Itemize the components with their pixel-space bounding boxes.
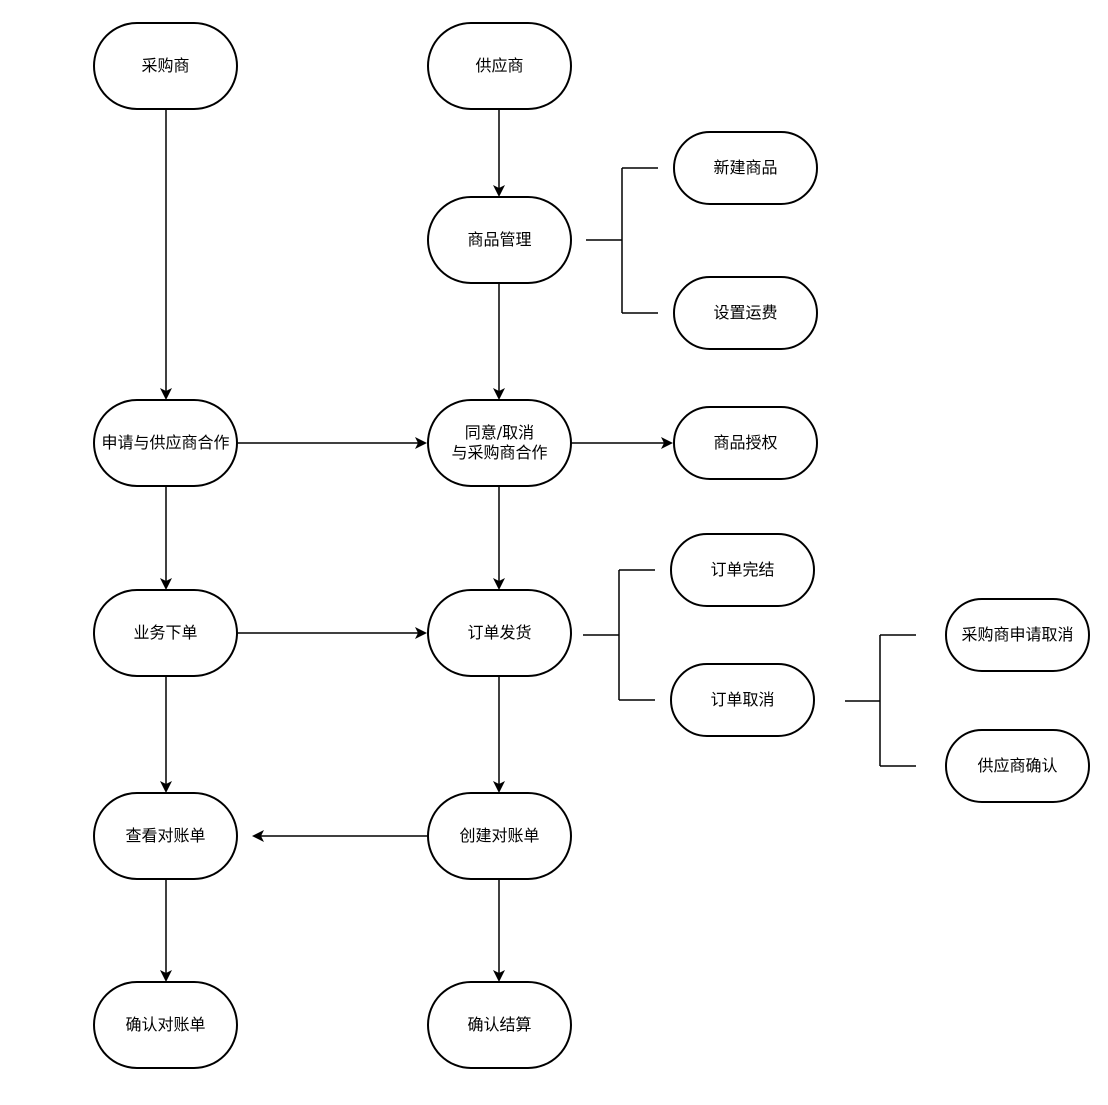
node-apply-cooperation: 申请与供应商合作: [93, 399, 238, 487]
node-create-statement: 创建对账单: [427, 792, 572, 880]
node-order-complete: 订单完结: [670, 533, 815, 607]
node-product-authorization: 商品授权: [673, 406, 818, 480]
node-supplier: 供应商: [427, 22, 572, 110]
node-product-management: 商品管理: [427, 196, 572, 284]
bracket-ship-order: [583, 569, 655, 701]
node-agree-cancel-cooperation: 同意/取消 与采购商合作: [427, 399, 572, 487]
node-confirm-statement: 确认对账单: [93, 981, 238, 1069]
node-ship-order: 订单发货: [427, 589, 572, 677]
node-buyer-cancel-request: 采购商申请取消: [945, 598, 1090, 672]
node-new-product: 新建商品: [673, 131, 818, 205]
node-view-statement: 查看对账单: [93, 792, 238, 880]
node-confirm-settlement: 确认结算: [427, 981, 572, 1069]
node-supplier-confirm: 供应商确认: [945, 729, 1090, 803]
node-order-cancel: 订单取消: [670, 663, 815, 737]
node-place-order: 业务下单: [93, 589, 238, 677]
bracket-order-cancel: [845, 634, 916, 767]
node-set-shipping: 设置运费: [673, 276, 818, 350]
bracket-product-mgmt: [586, 167, 658, 314]
node-buyer: 采购商: [93, 22, 238, 110]
